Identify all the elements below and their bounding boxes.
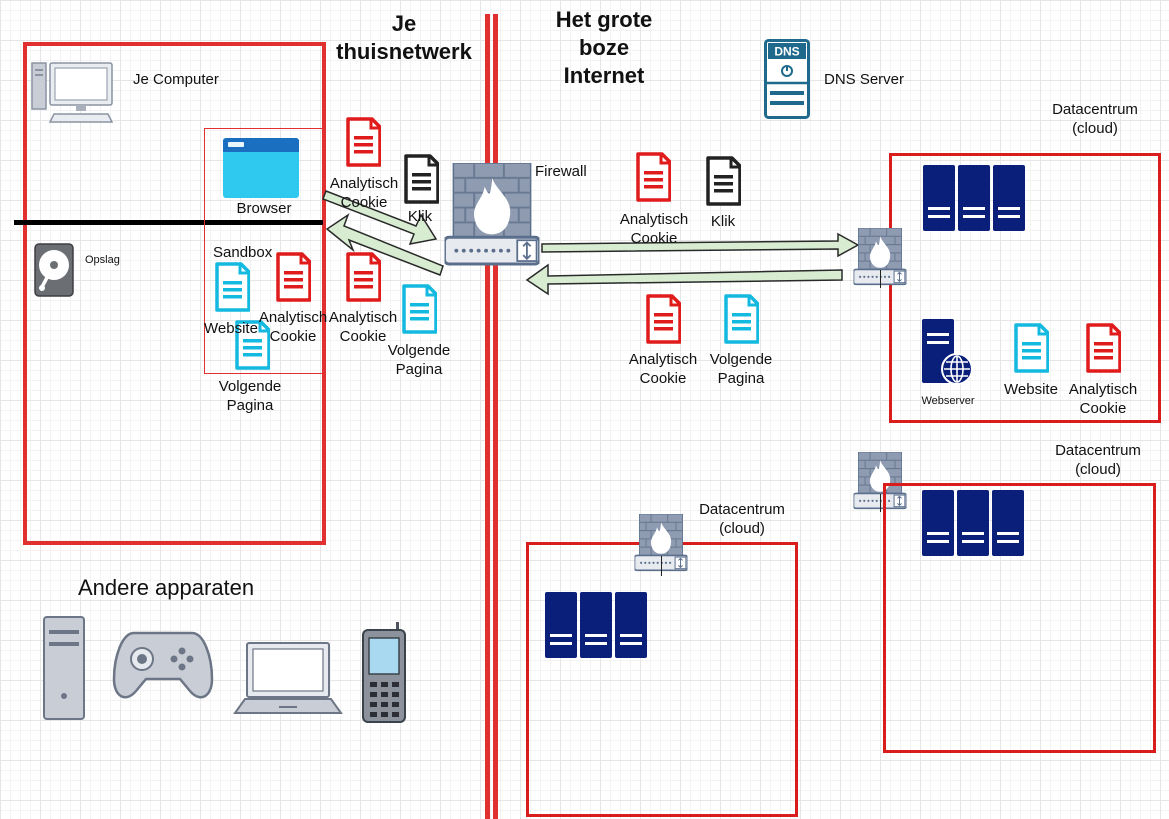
sandbox-box <box>204 128 324 374</box>
click-doc-icon <box>705 156 741 206</box>
analytic-cookie-doc-icon <box>1085 323 1121 373</box>
other-devices-title: Andere apparaten <box>78 575 255 600</box>
website-label: Website <box>204 320 258 337</box>
datacenter-box <box>889 153 1161 423</box>
tower-pc-icon <box>43 616 85 720</box>
firewall-label: Firewall <box>535 163 587 180</box>
browser-icon <box>223 138 299 198</box>
laptop-icon <box>233 642 343 714</box>
analytic-cookie-doc-icon <box>645 294 681 344</box>
mobile-phone-icon <box>362 622 406 723</box>
memory-divider <box>14 220 324 225</box>
server-rack-icon <box>545 592 647 658</box>
zone-divider <box>493 14 498 819</box>
webserver-label: Webserver <box>921 395 975 407</box>
home-cookie-in-label: Analytisch Cookie <box>328 309 398 345</box>
dns-badge: DNS <box>774 45 799 59</box>
browser-label: Browser <box>236 200 292 217</box>
zone-divider <box>485 14 490 819</box>
webserver-icon <box>922 319 973 385</box>
computer-box <box>23 42 326 545</box>
dns-server-label: DNS Server <box>824 71 905 88</box>
computer-icon <box>31 62 114 123</box>
datacenter-cookie-label: Analytisch Cookie <box>1068 381 1138 417</box>
connector-line <box>661 556 662 576</box>
datacenter-website-label: Website <box>1004 381 1058 398</box>
server-rack-icon <box>922 490 1024 556</box>
sandbox-label: Sandbox <box>213 244 273 261</box>
datacenter-label: Datacentrum (cloud) <box>1052 101 1138 137</box>
server-rack-icon <box>923 165 1025 231</box>
dns-server-icon: DNS <box>764 39 810 119</box>
connector-line <box>880 494 881 512</box>
gamepad-icon <box>112 631 214 699</box>
connector-line <box>880 270 881 288</box>
website-doc-icon <box>1013 323 1049 373</box>
datacenter-label: Datacentrum (cloud) <box>1055 442 1141 478</box>
datacenter-box <box>883 483 1156 753</box>
internet-cookie-out-label: Analytisch Cookie <box>619 211 689 247</box>
computer-label: Je Computer <box>133 71 219 88</box>
home-click-out-label: Klik <box>407 208 433 225</box>
datacenter-label: Datacentrum (cloud) <box>699 501 785 537</box>
storage-label: Opslag <box>85 254 120 266</box>
internet-click-out-label: Klik <box>710 213 736 230</box>
internet-cookie-in-label: Analytisch Cookie <box>628 351 698 387</box>
datacenter-box <box>526 542 798 817</box>
analytic-cookie-label: Analytisch Cookie <box>258 309 328 345</box>
next-page-label: Volgende Pagina <box>218 378 282 414</box>
internet-title: Het grote boze Internet <box>555 7 653 88</box>
home-cookie-out-label: Analytisch Cookie <box>329 175 399 211</box>
next-page-doc-icon <box>723 294 759 344</box>
internet-next-page-in-label: Volgende Pagina <box>709 351 773 387</box>
hard-drive-icon <box>34 243 74 297</box>
analytic-cookie-doc-icon <box>635 152 671 202</box>
home-next-page-in-label: Volgende Pagina <box>387 342 451 378</box>
home-network-title: Je thuisnetwerk <box>336 11 472 64</box>
